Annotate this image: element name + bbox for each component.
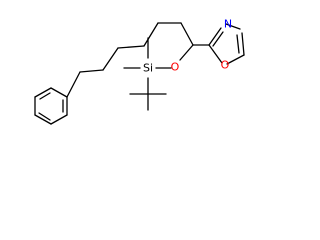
svg-text:O: O: [221, 59, 230, 72]
atom-n-ring: N: [224, 18, 232, 31]
svg-text:N: N: [224, 18, 232, 31]
silyl-ether: [123, 37, 194, 111]
oxazole-ring: [192, 23, 245, 65]
alkyl-chain: [66, 22, 194, 98]
phenyl-ring: [34, 87, 68, 125]
chemical-structure: N O O Si: [34, 18, 245, 125]
svg-text:Si: Si: [143, 62, 153, 75]
atom-o-ether: O: [171, 61, 180, 74]
svg-text:O: O: [171, 61, 180, 74]
atom-si: Si: [143, 62, 153, 75]
atom-o-ring: O: [221, 59, 230, 72]
